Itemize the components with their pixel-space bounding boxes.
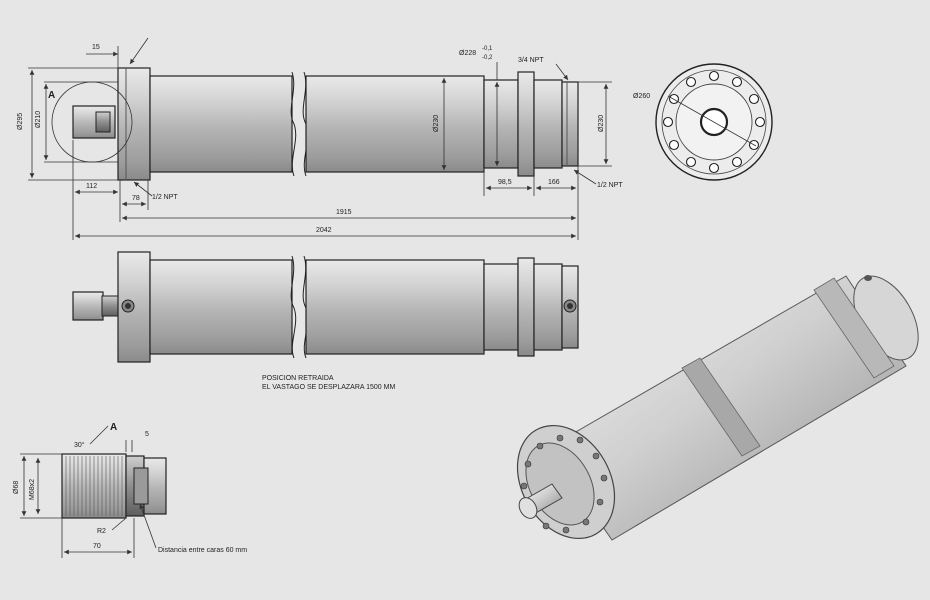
dim-d68: Ø68 (13, 481, 20, 494)
npt-3-4: 3/4 NPT (518, 57, 544, 64)
tol-lower: -0,2 (482, 55, 493, 61)
note-line-1: POSICION RETRAIDA (262, 375, 334, 382)
npt-half-left: 1/2 NPT (152, 194, 178, 201)
dim-2042: 2042 (316, 227, 332, 234)
across-flats-note: Distancia entre caras 60 mm (158, 547, 247, 554)
dim-d228: Ø228 (459, 50, 476, 57)
top-view: A 15 Ø295 Ø210 112 78 1/2 NPT Ø230 Ø228 … (17, 37, 623, 240)
dim-78: 78 (132, 195, 140, 202)
note-line-2: EL VASTAGO SE DESPLAZARA 1500 MM (262, 384, 395, 391)
dim-70: 70 (93, 543, 101, 550)
dim-5: 5 (145, 431, 149, 438)
dim-d295: Ø295 (17, 113, 24, 130)
thread-m68: M68x2 (29, 479, 36, 500)
end-view: Ø260 (633, 63, 773, 181)
dim-15: 15 (92, 44, 100, 51)
detail-a: A 30° 5 Ø68 M68x2 R2 70 Distancia entre … (13, 422, 247, 558)
isometric-view (516, 275, 919, 541)
radius-r2: R2 (97, 528, 106, 535)
dim-98-5: 98,5 (498, 179, 512, 186)
dim-112: 112 (86, 183, 97, 190)
barrel-left (149, 75, 293, 173)
notes: POSICION RETRAIDA EL VASTAGO SE DESPLAZA… (262, 375, 395, 391)
dim-d230-right: Ø230 (598, 115, 605, 132)
label-a-top: A (48, 90, 55, 101)
npt-half-right: 1/2 NPT (597, 182, 623, 189)
bolt-circle (662, 70, 766, 174)
rod-nut (95, 111, 111, 133)
barrel-right (305, 75, 485, 173)
tol-upper: -0,1 (482, 46, 493, 52)
side-barrel-right (305, 259, 485, 355)
rear-end (561, 81, 579, 167)
rear-cap (533, 79, 563, 169)
dim-d230-mid: Ø230 (433, 115, 440, 132)
side-view (72, 251, 579, 363)
rear-ring (517, 71, 535, 177)
dim-d210: Ø210 (35, 111, 42, 128)
detail-label-a: A (110, 422, 117, 433)
dim-166: 166 (548, 179, 560, 186)
side-rod (72, 291, 104, 321)
barrel-collar (483, 79, 519, 169)
dim-d260: Ø260 (633, 93, 650, 100)
dim-1915: 1915 (336, 209, 352, 216)
head-flange (117, 67, 151, 181)
side-barrel-left (149, 259, 293, 355)
angle-30: 30° (74, 441, 85, 449)
